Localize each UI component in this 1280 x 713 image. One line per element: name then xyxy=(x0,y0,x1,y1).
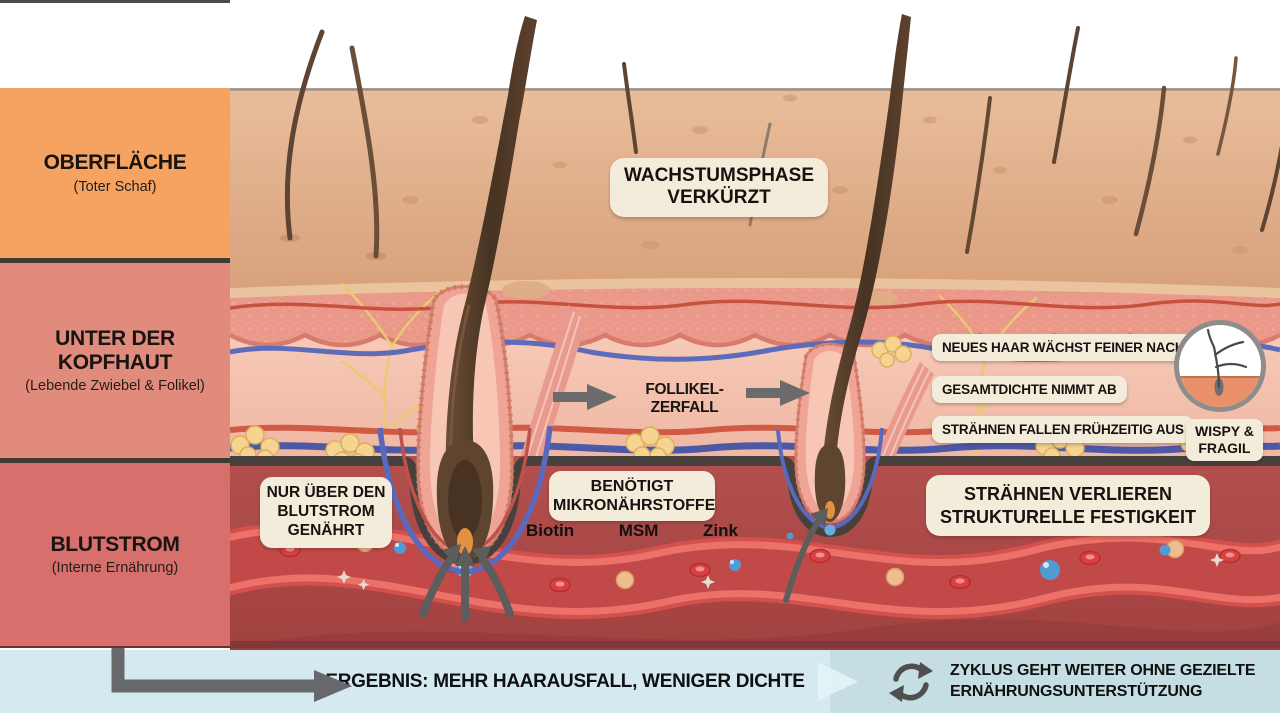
note-new-hair-finer: NEUES HAAR WÄCHST FEINER NACH xyxy=(932,334,1195,361)
wispy-line2: FRAGIL xyxy=(1198,439,1251,456)
layer-title: UNTER DER KOPFHAUT xyxy=(55,326,175,374)
layer-title: OBERFLÄCHE xyxy=(43,151,187,175)
blood-note-line2: BLUTSTROM xyxy=(277,502,375,520)
micronutrients-label: BENÖTIGT MIKRONÄHRSTOFFE xyxy=(549,471,716,522)
blood-note-line1: NUR ÜBER DEN xyxy=(266,484,386,501)
cycle-text: ZYKLUS GEHT WEITER OHNE GEZIELTE ERNÄHRU… xyxy=(950,650,1256,713)
strand-strength-label: STRÄHNEN VERLIEREN STRUKTURELLE FESTIGKE… xyxy=(926,475,1210,536)
cycle-line2: ERNÄHRUNGSUNTERSTÜTZUNG xyxy=(950,682,1203,700)
wispy-line1: WISPY & xyxy=(1195,423,1254,439)
strand-line1: STRÄHNEN VERLIEREN xyxy=(963,484,1173,504)
white-sky-band xyxy=(230,0,1280,88)
growth-phase-line1: WACHSTUMSPHASE xyxy=(623,165,814,186)
micro-line2: MIKRONÄHRSTOFFE xyxy=(553,497,716,515)
hair-shaft-small xyxy=(821,14,911,505)
micro-line1: BENÖTIGT xyxy=(590,478,674,495)
layer-band-surface: OBERFLÄCHE (Toter Schaf) xyxy=(0,88,230,258)
note-strands-fall-early: STRÄHNEN FALLEN FRÜHZEITIG AUS xyxy=(932,416,1194,443)
skin-cross-section-illustration xyxy=(230,0,1280,650)
result-arrow-icon xyxy=(111,648,352,702)
follicle-decay-arrows-icon xyxy=(553,380,810,410)
bloodstream-nourished-label: NUR ÜBER DEN BLUTSTROM GENÄHRT xyxy=(260,477,392,548)
note-density-decreases: GESAMTDICHTE NIMMT AB xyxy=(932,376,1127,403)
layer-subtitle: (Lebende Zwiebel & Folikel) xyxy=(25,378,205,395)
nutrient-zink: Zink xyxy=(703,521,738,540)
growth-phase-line2: VERKÜRZT xyxy=(667,187,771,209)
wispy-hair-circle-icon xyxy=(1174,320,1266,412)
skin-pores xyxy=(402,94,1248,254)
nutrient-arrow-small-icon xyxy=(783,508,828,603)
layer-band-scalp: UNTER DER KOPFHAUT (Lebende Zwiebel & Fo… xyxy=(0,263,230,458)
follicle-small xyxy=(776,14,911,536)
hair-shaft-large xyxy=(445,16,537,548)
layer-subtitle: (Interne Ernährung) xyxy=(51,560,179,577)
result-text: ERGEBNIS: MEHR HAARAUSFALL, WENIGER DICH… xyxy=(325,670,805,692)
layer-band-bloodstream: BLUTSTROM (Interne Ernährung) xyxy=(0,463,230,648)
cycle-line1: ZYKLUS GEHT WEITER OHNE GEZIELTE xyxy=(950,661,1256,679)
nutrient-msm: MSM xyxy=(618,521,659,540)
band-divider xyxy=(0,458,230,463)
chevron-right-icon xyxy=(818,662,858,701)
layer-legend-sidebar: OBERFLÄCHE (Toter Schaf) UNTER DER KOPFH… xyxy=(0,88,230,648)
layer-subtitle: (Toter Schaf) xyxy=(73,178,157,195)
micronutrient-items: Biotin MSM Zink xyxy=(526,521,738,541)
layer-title: BLUTSTROM xyxy=(50,532,180,556)
band-divider xyxy=(0,258,230,263)
growth-phase-label: WACHSTUMSPHASE VERKÜRZT xyxy=(610,158,828,217)
wispy-hair-graphic xyxy=(1179,328,1261,407)
nutrient-biotin: Biotin xyxy=(526,521,575,540)
wispy-fragil-badge: WISPY & FRAGIL xyxy=(1186,419,1263,461)
blood-note-line3: GENÄHRT xyxy=(287,521,365,539)
strand-line2: STRUKTURELLE FESTIGKEIT xyxy=(940,506,1196,527)
follicle-large xyxy=(377,16,553,578)
blood-vessel-tube xyxy=(230,521,1280,620)
cycle-footer-segment xyxy=(830,650,1280,713)
cycle-refresh-icon xyxy=(889,662,933,702)
nutrient-arrows-icon xyxy=(419,544,514,622)
follicle-decay-label: FOLLIKEL-ZERFALL xyxy=(645,381,724,416)
dermal-papilla xyxy=(457,528,473,556)
